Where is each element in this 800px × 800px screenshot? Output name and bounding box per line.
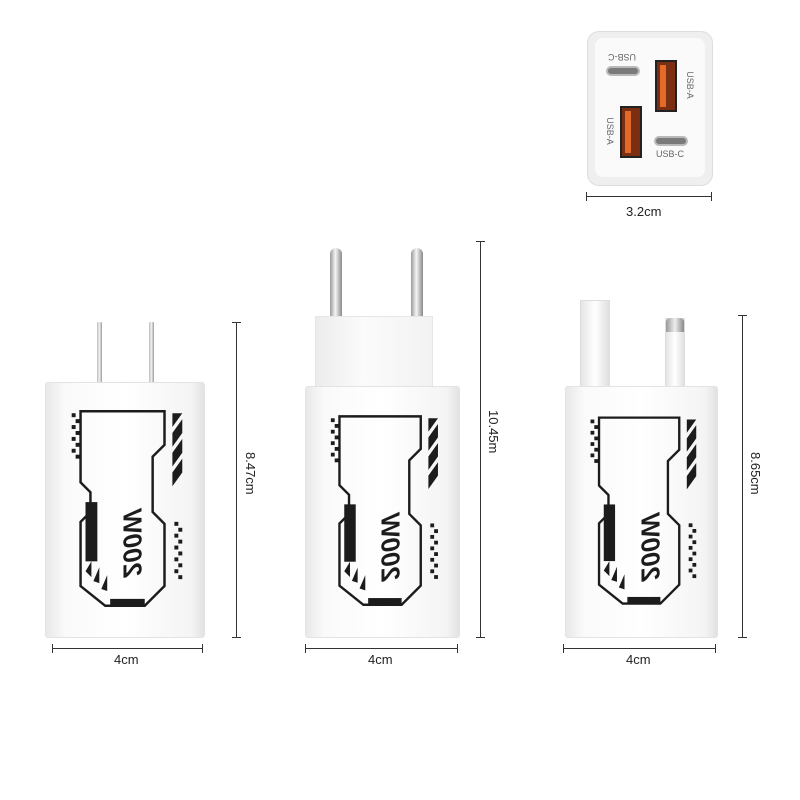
dimension-tick — [738, 315, 747, 316]
usb-a-label-2: USB-A — [604, 117, 615, 145]
charger-port-face: USB-C USB-A USB-A USB-C — [587, 31, 713, 186]
dimension-line-uk-width — [563, 648, 716, 649]
dimension-tick — [476, 241, 485, 242]
dimension-tick — [476, 637, 485, 638]
dimension-tick — [586, 192, 587, 201]
usb-a-label-1: USB-A — [684, 71, 695, 99]
dimension-tick — [711, 192, 712, 201]
decorative-pattern — [590, 416, 697, 605]
us-width-label: 4cm — [114, 652, 139, 667]
dimension-line-us-width — [52, 648, 203, 649]
charger-body-eu: 200W — [305, 386, 460, 638]
dimension-tick — [232, 637, 241, 638]
charger-body-us: 200W — [45, 382, 205, 638]
dimension-tick — [305, 644, 306, 653]
top-width-label: 3.2cm — [626, 204, 662, 219]
eu-pin-left — [330, 248, 342, 320]
dimension-tick — [738, 637, 747, 638]
dimension-line-eu-width — [305, 648, 458, 649]
eu-width-label: 4cm — [368, 652, 393, 667]
usb-c-label-1: USB-C — [608, 52, 637, 62]
power-label: 200W — [375, 513, 406, 582]
uk-earth-pin — [580, 300, 610, 388]
uk-width-label: 4cm — [626, 652, 651, 667]
eu-pin-right — [411, 248, 423, 320]
decorative-pattern — [71, 410, 183, 608]
usb-c-label-2: USB-C — [656, 149, 685, 159]
dimension-tick — [715, 644, 716, 653]
dimension-line-eu-height — [480, 241, 481, 638]
dimension-tick — [457, 644, 458, 653]
usb-c-port-2 — [654, 136, 688, 146]
uk-height-label: 8.65cm — [748, 452, 763, 495]
power-label: 200W — [117, 509, 148, 578]
dimension-line-top-width — [586, 196, 712, 197]
dimension-tick — [52, 644, 53, 653]
dimension-line-us-height — [236, 322, 237, 638]
dimension-tick — [563, 644, 564, 653]
eu-plug-block — [315, 316, 433, 388]
usb-a-port-2 — [620, 106, 642, 158]
dimension-line-uk-height — [742, 315, 743, 638]
usb-a-port-1 — [655, 60, 677, 112]
dimension-tick — [232, 322, 241, 323]
charger-body-uk: 200W — [565, 386, 718, 638]
eu-height-label: 10.45m — [486, 410, 501, 454]
uk-pin-tip — [666, 318, 684, 332]
decorative-pattern — [330, 415, 438, 606]
usb-c-port-1 — [606, 66, 640, 76]
dimension-tick — [202, 644, 203, 653]
power-label: 200W — [635, 513, 666, 582]
us-height-label: 8.47cm — [243, 452, 258, 495]
us-prong-left — [97, 322, 102, 384]
us-prong-right — [149, 322, 154, 384]
